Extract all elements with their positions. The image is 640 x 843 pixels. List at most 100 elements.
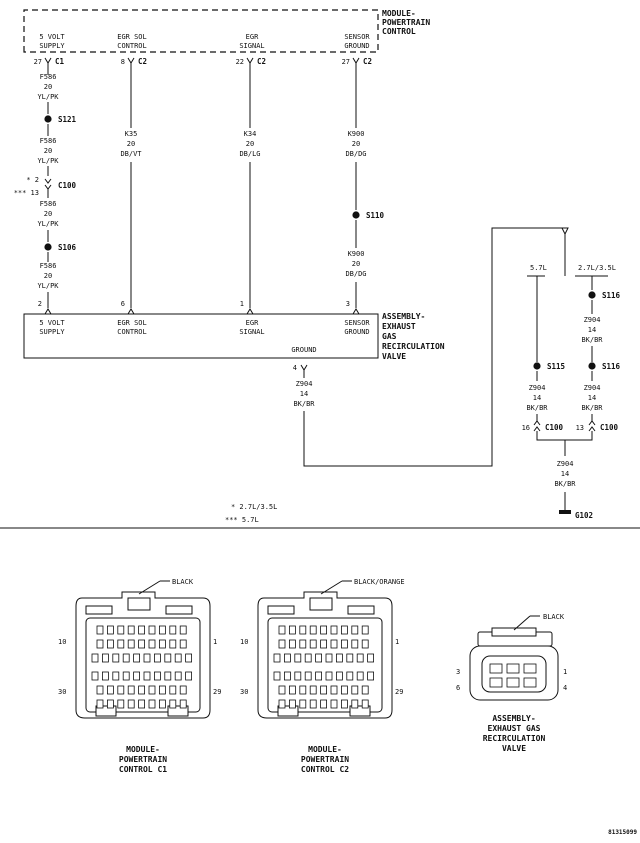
connector-cavity xyxy=(127,639,135,649)
connector-cavity xyxy=(169,639,177,649)
connector-cavity xyxy=(179,625,187,635)
egr-connector-latch xyxy=(491,627,537,637)
splice-s116-dot xyxy=(588,362,596,370)
valve-terminal-6 xyxy=(127,308,135,315)
connector-cavity xyxy=(278,699,286,709)
connector-cavity xyxy=(179,639,187,649)
valve-terminal-3 xyxy=(352,308,360,315)
connector-c2-view: BLACK/ORANGE 10 1 30 29 MODULE-POWERTRAI… xyxy=(240,578,405,774)
pcm-pin-number: 8 xyxy=(121,58,125,66)
connector-cavity xyxy=(127,625,135,635)
connector-cavity xyxy=(346,653,354,663)
splice-s121-label: S121 xyxy=(58,115,77,124)
connector-cavity xyxy=(107,625,114,635)
connector-cavity xyxy=(164,671,172,681)
valve-pin-number: 6 xyxy=(121,300,125,308)
branch-label-2-7l: 2.7L/3.5L xyxy=(578,264,616,272)
valve-pin-number: 1 xyxy=(240,300,244,308)
connector-cavity xyxy=(351,625,359,635)
splice-s106-label: S106 xyxy=(58,243,77,252)
pcm-pin-number: 27 xyxy=(34,58,42,66)
c100-label: C100 xyxy=(58,181,77,190)
connector-cavity xyxy=(158,639,166,649)
connector-cavity xyxy=(294,653,302,663)
connector-cavity xyxy=(148,685,156,695)
connector-c1-foot xyxy=(95,705,117,717)
connector-cavity xyxy=(174,653,182,663)
valve-ground-label: GROUND xyxy=(291,346,316,354)
connector-cavity xyxy=(361,625,369,635)
c100-pin-5-7l: *** 13 xyxy=(14,189,39,197)
connector-cavity xyxy=(96,639,104,649)
egr-connector-pin-6: 6 xyxy=(456,684,460,692)
connector-cavity xyxy=(273,653,281,663)
connector-cavity xyxy=(299,625,307,635)
connector-cavity xyxy=(320,685,328,695)
connector-cavity xyxy=(309,639,317,649)
connector-cavity xyxy=(506,663,520,674)
egr-valve-box xyxy=(23,313,379,359)
connector-cavity xyxy=(315,653,323,663)
valve-terminal-1 xyxy=(246,308,254,315)
connector-cavity xyxy=(335,671,343,681)
egr-connector-pin-3: 3 xyxy=(456,668,460,676)
egr-connector-leader xyxy=(513,615,531,631)
connector-cavity xyxy=(107,685,114,695)
connector-c2-pin-29: 29 xyxy=(395,688,403,696)
connector-cavity xyxy=(299,699,307,709)
connector-cavity xyxy=(299,639,307,649)
c100-label: C100 xyxy=(545,423,564,432)
connector-cavity xyxy=(169,699,177,709)
connector-c2-pins xyxy=(273,625,375,709)
figure-id: 81315099 xyxy=(608,829,637,836)
connector-c2-ear xyxy=(267,605,295,615)
connector-cavity xyxy=(283,671,291,681)
connector-c2-pin-30: 30 xyxy=(240,688,248,696)
ground-merge xyxy=(536,431,593,456)
pcm-pin-number: 27 xyxy=(342,58,350,66)
connector-cavity xyxy=(320,625,328,635)
connector-cavity xyxy=(91,671,99,681)
splice-s116-dot xyxy=(588,291,596,299)
connector-c2-foot xyxy=(277,705,299,717)
connector-c1-color: BLACK xyxy=(172,578,194,586)
connector-cavity xyxy=(122,671,130,681)
egr-connector-color: BLACK xyxy=(543,613,565,621)
connector-cavity xyxy=(112,653,120,663)
connector-cavity xyxy=(169,685,177,695)
connector-cavity xyxy=(309,685,317,695)
connector-cavity xyxy=(351,685,359,695)
connector-cavity xyxy=(340,639,348,649)
connector-cavity xyxy=(283,653,291,663)
valve-pin-number: 3 xyxy=(346,300,350,308)
connector-cavity xyxy=(185,671,193,681)
splice-s116-label: S116 xyxy=(602,362,621,371)
connector-cavity xyxy=(315,671,323,681)
connector-cavity xyxy=(288,639,296,649)
connector-cavity xyxy=(138,685,146,695)
connector-cavity xyxy=(304,671,312,681)
egr-connector-pin-1: 1 xyxy=(563,668,567,676)
connector-cavity xyxy=(138,625,146,635)
connector-c1-leader xyxy=(138,580,161,595)
connector-cavity xyxy=(138,639,146,649)
connector-c2-color: BLACK/ORANGE xyxy=(354,578,405,586)
legend-2-7l: * 2.7L/3.5L xyxy=(231,503,277,511)
connector-cavity xyxy=(330,685,338,695)
connector-cavity xyxy=(320,639,328,649)
connector-cavity xyxy=(117,685,125,695)
connector-cavity xyxy=(361,699,369,709)
pcm-connector-id: C1 xyxy=(55,57,65,66)
connector-cavity xyxy=(294,671,302,681)
connector-cavity xyxy=(309,699,317,709)
